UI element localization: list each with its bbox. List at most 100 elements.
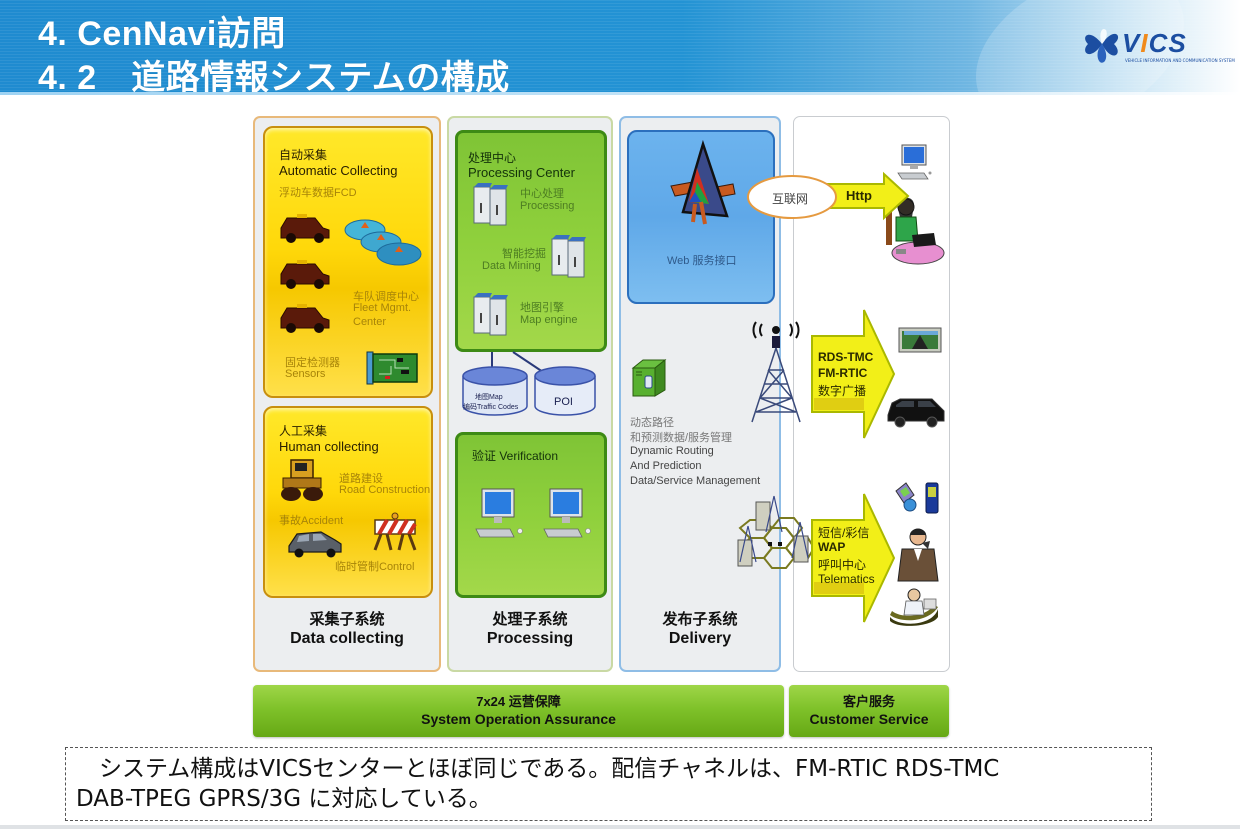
mobile-label-1: 短信/彩信 [818, 526, 870, 540]
logo-wordmark: VICS [1122, 28, 1187, 58]
businessman-phone-icon [897, 528, 939, 582]
mobile-label-3: 呼叫中心 [818, 558, 867, 572]
delivery-footer-zh: 发布子系统 [662, 611, 738, 628]
internet-cloud [747, 175, 837, 219]
sensors-label-zh: 固定检测器 [285, 357, 340, 369]
road-construction-en: Road Construction [339, 484, 431, 496]
bar-customer-service: 客户服务 Customer Service [789, 685, 949, 737]
slide-bottom-border [0, 825, 1240, 829]
slide-header: 4. CenNavi訪問 4. 2 道路情報システムの構成 VICS VEHIC… [0, 0, 1240, 160]
fleet-label-zh: 车队调度中心 [353, 291, 419, 303]
slide-subtitle: 4. 2 道路情報システムの構成 [38, 59, 510, 97]
server-processing-icon [473, 183, 508, 226]
control-label: 临时管制Control [335, 561, 415, 573]
db-poi-label: POI [554, 396, 573, 408]
vics-logo: VICS VEHICLE INFORMATION AND COMMUNICATI… [1080, 20, 1235, 70]
human-title-zh: 人工采集 [279, 424, 328, 438]
taxi-car-icon [280, 214, 330, 333]
mobile-services-arrow [811, 493, 896, 623]
sensor-board-icon [366, 351, 418, 385]
column-delivery: Web 服务接口 动态路径 和预测数据/服务管理 Dynamic Routing… [619, 116, 781, 672]
panel-processing-center: 处理中心 Processing Center 中心处理 Processing 智… [455, 130, 607, 352]
fcd-label: 浮动车数据FCD [279, 187, 357, 199]
column-processing: 处理中心 Processing Center 中心处理 Processing 智… [447, 116, 613, 672]
broadcast-label-3: 数字广播 [818, 384, 867, 398]
internet-label: 互联网 [772, 192, 809, 206]
cs-label-zh: 客户服务 [842, 694, 895, 709]
ops-label-en: System Operation Assurance [421, 711, 616, 727]
footer-delivery: 发布子系统 Delivery [621, 611, 779, 648]
sensors-label-en: Sensors [285, 368, 326, 380]
cellular-network-icon [737, 495, 816, 569]
server-data-mining-icon [551, 235, 586, 278]
processing-footer-en: Processing [486, 630, 574, 647]
delivery-footer-en: Delivery [668, 630, 732, 647]
road-construction-zh: 道路建设 [339, 473, 383, 485]
processing-footer-zh: 处理子系统 [492, 611, 568, 628]
collecting-footer-zh: 采集子系统 [309, 611, 385, 628]
navigation-screen-icon [898, 327, 942, 353]
verification-label: 验证 Verification [472, 449, 559, 463]
road-barrier-icon [373, 512, 417, 551]
human-title-en: Human collecting [279, 439, 379, 454]
desktop-computer-icon [897, 144, 932, 180]
db-map-label-2: 编码Traffic Codes [463, 404, 519, 411]
panel-human-collecting: 人工采集 Human collecting 道路建设 Road Construc… [263, 406, 433, 598]
computer-icon [475, 488, 523, 538]
web-service-label: Web 服务接口 [667, 255, 737, 267]
broadcast-tower-icon [751, 321, 801, 423]
database-map-icon [462, 366, 528, 416]
footer-processing: 处理子系统 Processing [449, 611, 611, 648]
fleet-center-icon [344, 219, 422, 266]
dynamic-routing-en-2: And Prediction [630, 460, 702, 472]
web-service-icon [670, 139, 736, 225]
db-map-label-1: 地图Map [475, 394, 503, 401]
ops-label-zh: 7x24 运营保障 [476, 694, 561, 709]
computer-icon [543, 488, 591, 538]
footer-data-collecting: 采集子系统 Data collecting [255, 611, 439, 648]
dynamic-routing-zh-2: 和预测数据/服务管理 [630, 432, 733, 444]
note-line-2: DAB-TPEG GPRS/3G に対応している。 [76, 786, 492, 812]
center-title-zh: 处理中心 [468, 151, 517, 165]
laptop-user-icon [886, 197, 945, 265]
logo-subtext: VEHICLE INFORMATION AND COMMUNICATION SY… [1125, 58, 1235, 63]
processing-en: Processing [520, 200, 575, 212]
panel-verification: 验证 Verification [455, 432, 607, 598]
call-center-operator-icon [890, 588, 938, 626]
accident-label: 事故Accident [279, 515, 344, 527]
dynamic-routing-en-1: Dynamic Routing [630, 445, 714, 457]
broadcast-label-2: FM-RTIC [818, 366, 868, 380]
fleet-label-en-1: Fleet Mgmt. [353, 302, 412, 314]
bar-system-operation: 7x24 运营保障 System Operation Assurance [253, 685, 784, 737]
road-roller-icon [281, 459, 323, 501]
panel-web-service: Web 服务接口 [627, 130, 775, 304]
server-management-icon [631, 358, 667, 397]
flower-logo-icon [1085, 28, 1119, 63]
note-line-1: システム構成はVICSセンターとほぼ同じである。配信チャネルは、FM-RTIC … [99, 756, 1000, 782]
processing-zh: 中心处理 [520, 188, 564, 200]
auto-title-zh: 自动采集 [279, 148, 328, 162]
auto-title-en: Automatic Collecting [279, 163, 398, 178]
mobile-label-4: Telematics [818, 572, 875, 586]
database-poi-icon [534, 366, 596, 416]
suv-car-icon [887, 398, 945, 428]
broadcast-arrow [811, 309, 896, 439]
map-engine-en: Map engine [520, 314, 578, 326]
cs-label-en: Customer Service [809, 711, 929, 727]
dynamic-routing-en-3: Data/Service Management [630, 475, 761, 487]
server-map-engine-icon [473, 293, 508, 336]
data-mining-en: Data Mining [482, 260, 541, 272]
mobile-phones-icon [895, 482, 939, 514]
summary-note: システム構成はVICSセンターとほぼ同じである。配信チャネルは、FM-RTIC … [65, 747, 1152, 821]
collecting-footer-en: Data collecting [290, 630, 404, 647]
http-label: Http [846, 188, 872, 203]
center-title-en: Processing Center [468, 165, 575, 180]
column-data-collecting: 自动采集 Automatic Collecting 浮动车数据FCD [253, 116, 441, 672]
broadcast-label-1: RDS-TMC [818, 350, 874, 364]
map-engine-zh: 地图引擎 [520, 302, 564, 314]
data-mining-zh: 智能挖掘 [502, 248, 546, 260]
panel-automatic-collecting: 自动采集 Automatic Collecting 浮动车数据FCD [263, 126, 433, 398]
dynamic-routing-zh-1: 动态路径 [630, 417, 674, 429]
fleet-label-en-2: Center [353, 316, 387, 328]
mobile-label-2: WAP [818, 540, 846, 554]
